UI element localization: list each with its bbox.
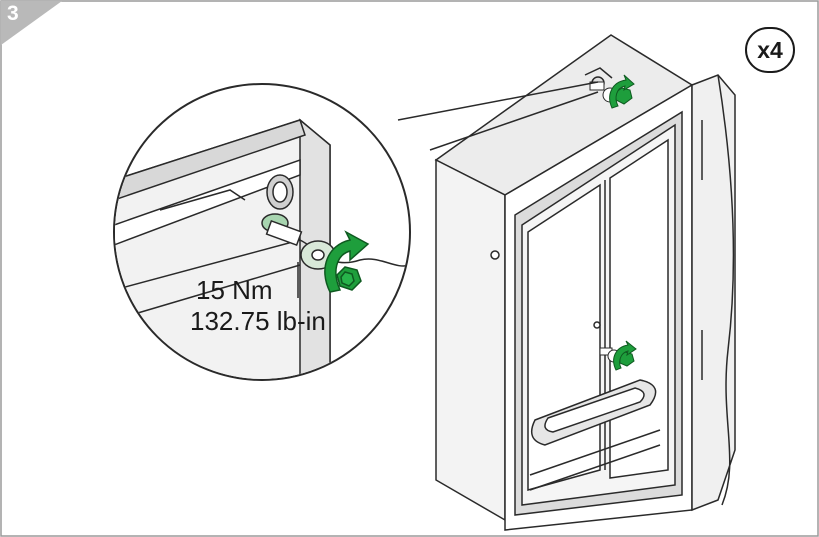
torque-metric: 15 Nm: [196, 275, 273, 305]
bottom-nut-assembly: [599, 340, 637, 371]
detail-magnifier: [113, 83, 411, 381]
step-tab: [1, 1, 62, 45]
quantity-badge: [745, 27, 795, 73]
torque-imperial: 132.75 lb-in: [190, 306, 326, 336]
quantity-label: x4: [757, 36, 783, 63]
cabinet: [434, 34, 736, 531]
step-number: 3: [7, 2, 19, 25]
